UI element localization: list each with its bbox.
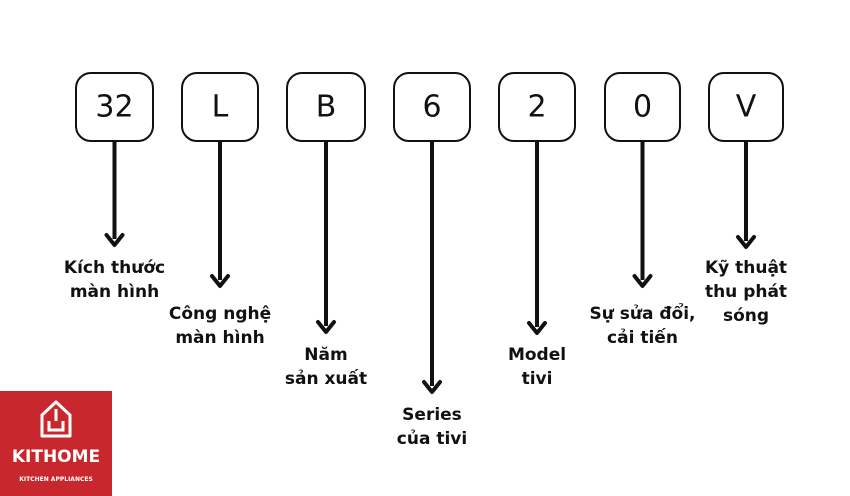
label-line: sản xuất <box>284 369 368 389</box>
logo-name: KITHOME <box>11 447 101 467</box>
segment-label-2: Công nghệ màn hình <box>150 302 290 350</box>
label-line: Kỹ thuật <box>704 258 788 278</box>
arrow-head-6 <box>632 274 653 288</box>
code-character: 0 <box>632 89 653 125</box>
label-line: màn hình <box>175 328 265 348</box>
code-box-3: B <box>286 72 366 142</box>
code-character: V <box>735 89 757 125</box>
code-box-4: 6 <box>393 72 471 142</box>
arrow-head-5 <box>527 321 547 335</box>
code-box-5: 2 <box>498 72 576 142</box>
house-icon <box>40 400 72 438</box>
segment-label-7: Kỹ thuật thu phát sóng <box>676 256 816 328</box>
label-line: sóng <box>722 306 770 326</box>
segment-label-3: Năm sản xuất <box>256 343 396 391</box>
label-line: Kích thước <box>63 258 166 278</box>
code-box-1: 32 <box>75 72 154 142</box>
code-box-7: V <box>708 72 784 142</box>
code-character: 32 <box>95 89 134 125</box>
label-line: cải tiến <box>607 328 678 348</box>
code-box-2: L <box>181 72 259 142</box>
code-character: 2 <box>527 89 547 125</box>
segment-label-5: Model tivi <box>467 343 607 391</box>
code-character: 6 <box>422 89 442 125</box>
label-line: Model <box>507 345 567 365</box>
kithome-logo: KITHOME KITCHEN APPLIANCES <box>0 391 112 496</box>
label-line: Năm <box>304 345 348 365</box>
segment-label-4: Series của tivi <box>362 403 502 451</box>
arrow-head-2 <box>210 274 230 288</box>
arrow-head-3 <box>316 320 336 334</box>
label-line: Công nghệ <box>168 304 272 324</box>
code-box-6: 0 <box>604 72 681 142</box>
code-character: B <box>315 89 337 125</box>
code-character: L <box>211 89 229 125</box>
segment-label-1: Kích thước màn hình <box>45 256 185 304</box>
label-line: của tivi <box>396 429 468 449</box>
logo-tagline: KITCHEN APPLIANCES <box>19 476 93 483</box>
arrow-head-7 <box>736 235 756 249</box>
label-line: màn hình <box>69 282 160 302</box>
segment-label-6: Sự sửa đổi, cải tiến <box>573 302 713 350</box>
label-line: Series <box>402 405 462 425</box>
arrow-head-1 <box>104 233 125 247</box>
label-line: tivi <box>521 369 553 389</box>
arrow-head-4 <box>422 380 442 394</box>
label-line: thu phát <box>704 282 788 302</box>
label-line: Sự sửa đổi, <box>589 304 696 324</box>
